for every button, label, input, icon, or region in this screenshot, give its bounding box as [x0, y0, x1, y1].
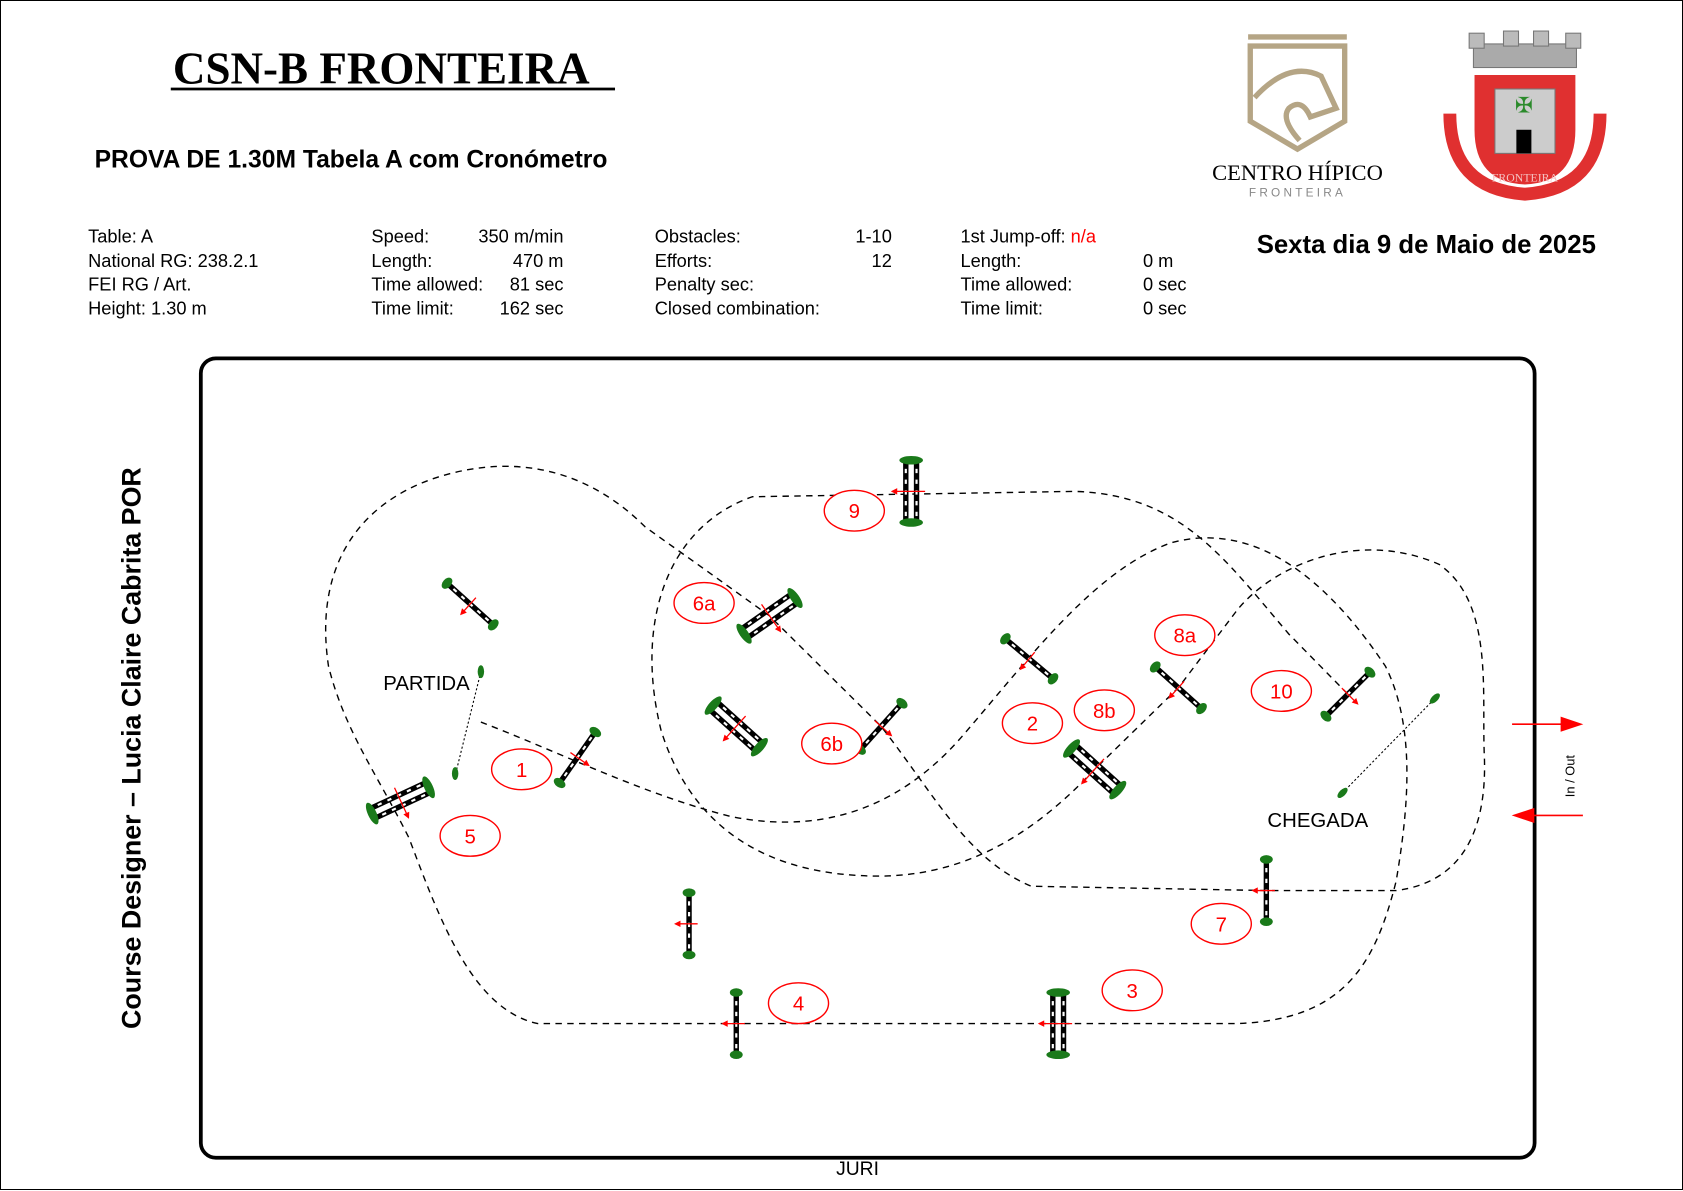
info-label: Time limit:: [961, 297, 1043, 318]
obstacle-8a: [1149, 661, 1207, 715]
info-label: Penalty sec:: [655, 274, 754, 295]
obstacle-number-1: 1: [490, 748, 553, 791]
info-label: Length:: [961, 250, 1022, 271]
obstacle-2: [1000, 633, 1059, 685]
course-track: [324, 465, 1486, 1025]
info-fei-rg: FEI RG / Art.: [88, 274, 191, 295]
start-line: [454, 671, 482, 776]
coat-of-arms-logo: ✠ FRONTEIRA: [1443, 30, 1607, 201]
obstacle-spare-3: [674, 888, 698, 960]
info-time-limit: 162 sec: [500, 297, 564, 318]
obstacle-number-5: 5: [439, 814, 501, 857]
info-label: Efforts:: [655, 250, 712, 271]
info-jo-time-limit: 0 sec: [1143, 297, 1187, 318]
info-speed: 350 m/min: [478, 225, 563, 246]
obstacle-spare-2: [704, 696, 768, 757]
course-info: Table: A National RG: 238.2.1 FEI RG / A…: [88, 225, 1186, 318]
info-label: Time allowed:: [371, 274, 483, 295]
jury-label: JURI: [836, 1159, 879, 1180]
info-label: Time limit:: [371, 297, 453, 318]
obstacle-10: [1320, 666, 1376, 722]
obstacle-6a: [736, 588, 803, 644]
arena-boundary: [198, 356, 1537, 1160]
obstacle-4: [721, 988, 745, 1060]
info-label: Closed combination:: [655, 297, 820, 318]
event-date: Sexta dia 9 de Maio de 2025: [1257, 231, 1596, 259]
info-jumpoff: 1st Jump-off: n/a: [961, 225, 1097, 246]
info-time-allowed: 81 sec: [510, 274, 564, 295]
obstacle-number-10: 10: [1250, 669, 1313, 713]
info-jo-time-allowed: 0 sec: [1143, 274, 1187, 295]
info-label: Time allowed:: [961, 274, 1073, 295]
info-label: Length:: [371, 250, 432, 271]
obstacle-number-9: 9: [823, 489, 886, 532]
in-out-label: In / Out: [1562, 755, 1577, 798]
obstacle-number-text: 2: [1027, 714, 1038, 736]
obstacle-number-text: 1: [516, 760, 527, 782]
obstacle-3: [1037, 988, 1073, 1060]
start-label: PARTIDA: [383, 673, 470, 695]
obstacle-5: [365, 776, 435, 825]
obstacle-number-text: 7: [1216, 914, 1227, 936]
finish-line: [1340, 695, 1438, 796]
svg-text:✠: ✠: [1515, 94, 1533, 118]
obstacle-number-text: 6b: [820, 734, 843, 756]
obstacle-number-8a: 8a: [1154, 614, 1216, 657]
obstacle-7: [1251, 855, 1275, 926]
obstacle-number-text: 4: [793, 994, 804, 1016]
obstacle-number-text: 5: [464, 826, 475, 848]
info-table: Table: A: [88, 225, 154, 246]
logo-sub: FRONTEIRA: [1249, 185, 1346, 199]
info-efforts: 12: [872, 250, 892, 271]
obstacle-number-2: 2: [1001, 702, 1064, 745]
obstacle-number-text: 8b: [1093, 701, 1116, 723]
centro-hipico-logo: CENTRO HÍPICO FRONTEIRA: [1212, 34, 1383, 199]
event-title: CSN-B FRONTEIRA: [173, 44, 590, 94]
obstacle-spare-1: [441, 577, 499, 631]
info-label: Obstacles:: [655, 225, 741, 246]
obstacle-number-text: 10: [1270, 681, 1293, 703]
info-national-rg: National RG: 238.2.1: [88, 250, 258, 271]
start-finish-flags: [451, 665, 1440, 798]
obstacle-number-4: 4: [767, 982, 830, 1025]
obstacle-number-text: 3: [1127, 981, 1138, 1003]
info-obstacles: 1-10: [855, 225, 892, 246]
obstacle-6b: [854, 697, 908, 755]
info-label: Speed:: [371, 225, 429, 246]
obstacle-number-8b: 8b: [1073, 689, 1136, 732]
obstacle-number-text: 6a: [693, 593, 716, 615]
finish-label: CHEGADA: [1267, 810, 1368, 832]
info-height: Height: 1.30 m: [88, 297, 207, 318]
obstacle-number-6b: 6b: [801, 722, 863, 765]
obstacle-number-3: 3: [1101, 969, 1163, 1012]
obstacle-9: [890, 455, 926, 527]
in-out-arrows: [1511, 716, 1584, 823]
obstacle-number-6a: 6a: [673, 581, 735, 625]
obstacle-numbers: 1 2 3 4 5 6a 6b 7 8a 8b 9 10: [439, 489, 1313, 1025]
info-jo-length: 0 m: [1143, 250, 1173, 271]
obstacle-number-text: 8a: [1173, 626, 1196, 648]
obstacle-number-7: 7: [1190, 902, 1253, 945]
info-length: 470 m: [513, 250, 564, 271]
class-subtitle: PROVA DE 1.30M Tabela A com Cronómetro: [95, 146, 608, 173]
obstacle-number-text: 9: [849, 501, 860, 523]
obstacle-1: [553, 726, 602, 789]
logo-name: CENTRO HÍPICO: [1212, 160, 1383, 185]
course-designer: Course Designer – Lucia Claire Cabrita P…: [117, 467, 147, 1029]
coat-of-arms-text: FRONTEIRA: [1492, 170, 1559, 184]
obstacle-8b: [1063, 739, 1127, 800]
